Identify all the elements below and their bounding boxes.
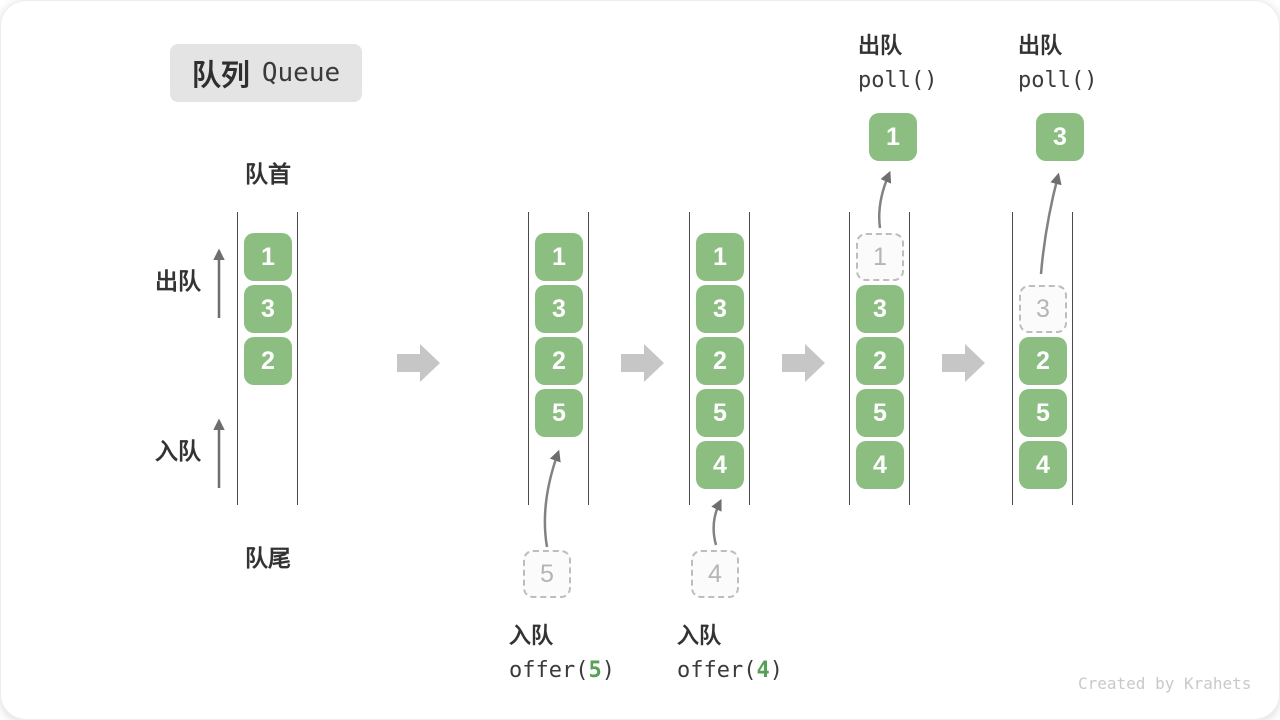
fn-suffix: ) (769, 658, 783, 683)
queue-cell: 4 (696, 441, 744, 489)
state-transition-arrow-1 (397, 344, 440, 382)
caption-op-label: 入队 (677, 623, 722, 648)
title-badge: 队列 Queue (170, 44, 362, 102)
queue-cell: 1 (535, 233, 583, 281)
staged-cell-5: 5 (523, 550, 571, 598)
queue-cell: 4 (856, 441, 904, 489)
staged-cell-4: 4 (691, 550, 739, 598)
queue-cell: 3 (535, 285, 583, 333)
state-transition-arrow-3 (782, 344, 825, 382)
queue-state-3: 1 3 2 5 4 (689, 212, 750, 505)
caption-poll-2: 出队 poll() (1018, 28, 1097, 98)
caption-fn-label: poll() (1018, 68, 1098, 93)
caption-offer-5: 入队 offer(5) (509, 618, 615, 688)
queue-cell: 5 (1019, 389, 1067, 437)
label-dequeue: 出队 (155, 268, 201, 294)
queue-cell: 3 (856, 285, 904, 333)
label-enqueue: 入队 (155, 438, 201, 464)
queue-cell: 2 (856, 337, 904, 385)
fn-prefix: offer( (677, 658, 757, 683)
fn-arg: 5 (588, 658, 602, 683)
title-en: Queue (261, 58, 341, 88)
caption-op-label: 入队 (509, 623, 554, 648)
state-transition-arrow-4 (942, 344, 985, 382)
queue-cell: 2 (1019, 337, 1067, 385)
queue-state-5: 3 2 5 4 (1012, 212, 1073, 505)
fn-prefix: offer( (509, 658, 589, 683)
caption-poll-1: 出队 poll() (858, 28, 937, 98)
fn-suffix: ) (601, 658, 615, 683)
queue-cell: 4 (1019, 441, 1067, 489)
caption-fn-label: offer(4) (677, 653, 783, 688)
enqueue-4-arrow (711, 498, 722, 546)
caption-fn-label: offer(5) (509, 653, 615, 688)
caption-op-label: 出队 (1018, 33, 1063, 58)
queue-cell: 3 (696, 285, 744, 333)
caption-op-label: 出队 (858, 33, 903, 58)
queue-cell: 5 (535, 389, 583, 437)
queue-cell: 5 (856, 389, 904, 437)
label-queue-rear: 队尾 (245, 545, 291, 571)
queue-cell: 2 (696, 337, 744, 385)
queue-state-1: 1 3 2 (237, 212, 298, 505)
ghost-cell: 1 (856, 233, 904, 281)
title-zh: 队列 (191, 60, 250, 92)
queue-cell: 3 (244, 285, 292, 333)
ghost-cell: 3 (1019, 285, 1067, 333)
queue-cell: 1 (244, 233, 292, 281)
caption-offer-4: 入队 offer(4) (677, 618, 783, 688)
polled-cell-3: 3 (1036, 113, 1084, 161)
queue-cell: 2 (535, 337, 583, 385)
caption-fn-label: poll() (858, 68, 938, 93)
watermark: Created by Krahets (1078, 674, 1252, 693)
queue-state-4: 1 3 2 5 4 (849, 212, 910, 505)
fn-arg: 4 (756, 658, 770, 683)
queue-cell: 5 (696, 389, 744, 437)
polled-cell-1: 1 (869, 113, 917, 161)
queue-cell: 2 (244, 337, 292, 385)
label-queue-front: 队首 (245, 161, 291, 187)
queue-state-2: 1 3 2 5 (528, 212, 589, 505)
state-transition-arrow-2 (621, 344, 664, 382)
queue-cell: 1 (696, 233, 744, 281)
